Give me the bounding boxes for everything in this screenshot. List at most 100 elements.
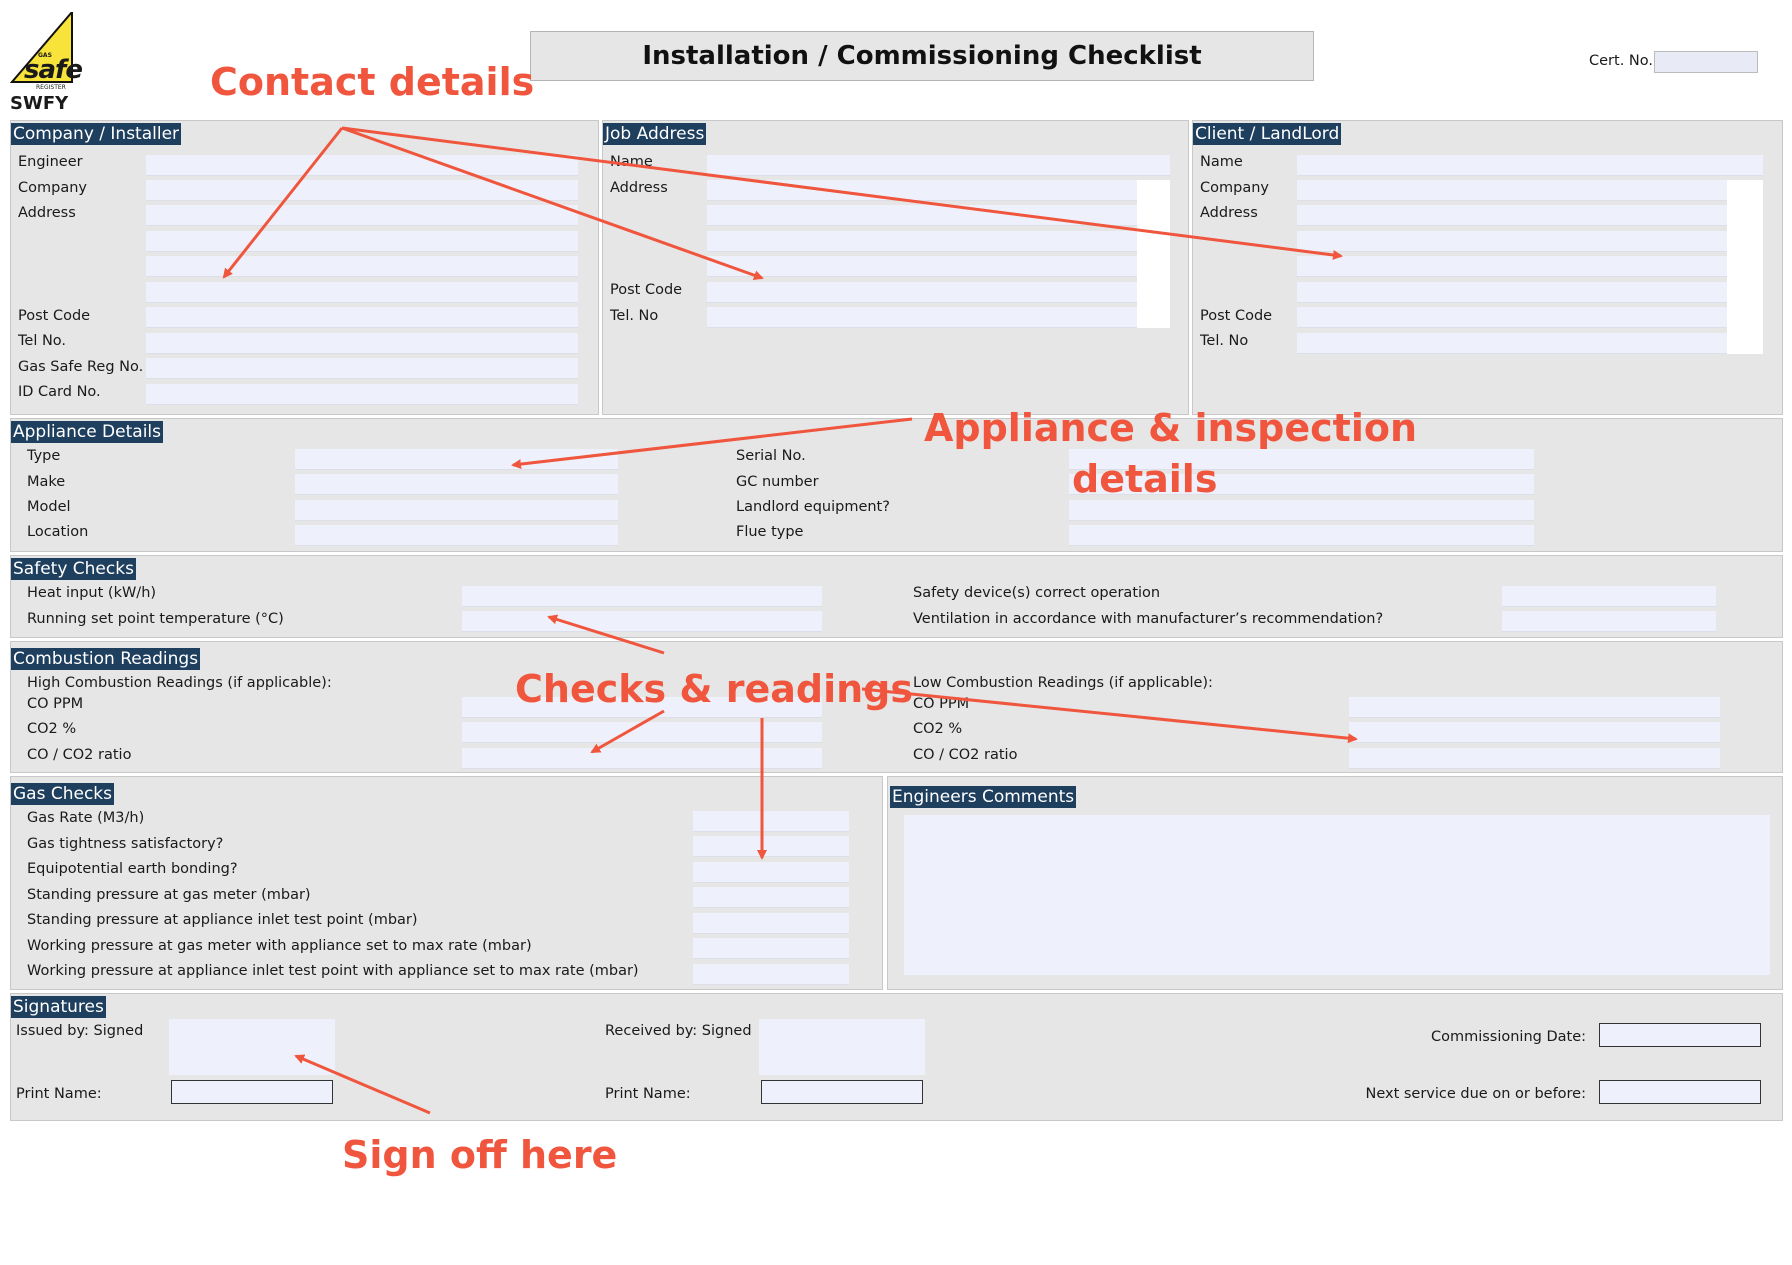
appliance-gc-field[interactable] xyxy=(1069,474,1534,495)
client-address-field-3[interactable] xyxy=(1297,256,1727,277)
client-postcode-field[interactable] xyxy=(1297,307,1727,328)
section-title-signatures: Signatures xyxy=(11,996,106,1018)
cert-label: Cert. No. xyxy=(1589,53,1653,69)
high-label-coppm: CO PPM xyxy=(27,696,84,712)
company-label-company: Company xyxy=(18,180,87,196)
gas-safe-triangle-icon xyxy=(10,12,73,83)
appliance-make-field[interactable] xyxy=(295,474,618,495)
ventilation-field[interactable] xyxy=(1502,611,1716,632)
low-coppm-field[interactable] xyxy=(1349,697,1720,718)
annotation-appliance-line2: details xyxy=(1072,457,1218,501)
signatures-panel: Signatures Issued by: Signed Print Name:… xyxy=(10,993,1783,1121)
client-company-field[interactable] xyxy=(1297,180,1727,201)
section-title-company: Company / Installer xyxy=(11,123,182,145)
job-label-address: Address xyxy=(610,180,668,196)
appliance-model-field[interactable] xyxy=(295,500,618,521)
appliance-label-model: Model xyxy=(27,499,71,515)
client-tel-field[interactable] xyxy=(1297,333,1727,354)
section-title-appliance: Appliance Details xyxy=(11,421,163,443)
company-label-tel: Tel No. xyxy=(18,333,67,349)
received-signature-field[interactable] xyxy=(759,1019,925,1075)
gas-label-tightness: Gas tightness satisfactory? xyxy=(27,836,224,852)
heat-input-field[interactable] xyxy=(462,586,822,607)
company-label-gassafe: Gas Safe Reg No. xyxy=(18,359,144,375)
client-label-name: Name xyxy=(1200,154,1243,170)
client-address-field-1[interactable] xyxy=(1297,205,1727,226)
address-field-2[interactable] xyxy=(146,231,578,252)
gas-standing-meter-field[interactable] xyxy=(693,887,849,908)
high-co2-field[interactable] xyxy=(462,722,822,743)
appliance-type-field[interactable] xyxy=(295,449,618,470)
company-label-engineer: Engineer xyxy=(18,154,83,170)
client-name-field[interactable] xyxy=(1297,155,1763,176)
appliance-details-panel: Appliance Details Type Make Model Locati… xyxy=(10,418,1783,552)
appliance-location-field[interactable] xyxy=(295,525,618,546)
gas-working-inlet-field[interactable] xyxy=(693,964,849,985)
low-combustion-heading: Low Combustion Readings (if applicable): xyxy=(913,675,1213,691)
gassafe-reg-field[interactable] xyxy=(146,358,578,379)
safety-device-field[interactable] xyxy=(1502,586,1716,607)
high-combustion-heading: High Combustion Readings (if applicable)… xyxy=(27,675,332,691)
appliance-label-type: Type xyxy=(27,448,61,464)
company-label-idcard: ID Card No. xyxy=(18,384,101,400)
low-co2-field[interactable] xyxy=(1349,722,1720,743)
appliance-label-gc: GC number xyxy=(736,474,819,490)
appliance-landlord-field[interactable] xyxy=(1069,500,1534,521)
issued-by-label: Issued by: Signed xyxy=(16,1023,144,1039)
appliance-label-serial: Serial No. xyxy=(736,448,806,464)
company-label-address: Address xyxy=(18,205,76,221)
issued-signature-field[interactable] xyxy=(169,1019,335,1075)
job-address-field-4[interactable] xyxy=(707,256,1137,277)
client-address-field-4[interactable] xyxy=(1297,282,1727,303)
setpoint-field[interactable] xyxy=(462,611,822,632)
gas-label-rate: Gas Rate (M3/h) xyxy=(27,810,145,826)
low-ratio-field[interactable] xyxy=(1349,748,1720,769)
cert-no-field[interactable] xyxy=(1654,51,1758,73)
job-name-field[interactable] xyxy=(707,155,1170,176)
annotation-contact-details: Contact details xyxy=(210,60,535,104)
client-label-tel: Tel. No xyxy=(1200,333,1249,349)
job-address-field-2[interactable] xyxy=(707,205,1137,226)
address-field-1[interactable] xyxy=(146,205,578,226)
commissioning-date-field[interactable] xyxy=(1599,1023,1761,1047)
company-installer-panel: Company / Installer Engineer Company Add… xyxy=(10,120,599,415)
page-title: Installation / Commissioning Checklist xyxy=(530,31,1314,81)
job-field-gap xyxy=(1137,180,1170,328)
engineer-field[interactable] xyxy=(146,155,578,176)
next-service-field[interactable] xyxy=(1599,1080,1761,1104)
high-label-ratio: CO / CO2 ratio xyxy=(27,747,132,763)
company-field[interactable] xyxy=(146,180,578,201)
job-address-field-1[interactable] xyxy=(707,180,1137,201)
high-ratio-field[interactable] xyxy=(462,748,822,769)
client-landlord-panel: Client / LandLord Name Company Address P… xyxy=(1192,120,1783,415)
issued-print-name-field[interactable] xyxy=(171,1080,333,1104)
appliance-serial-field[interactable] xyxy=(1069,449,1534,470)
gas-tightness-field[interactable] xyxy=(693,836,849,857)
company-label-postcode: Post Code xyxy=(18,308,91,324)
postcode-field[interactable] xyxy=(146,307,578,328)
job-postcode-field[interactable] xyxy=(707,282,1137,303)
address-field-3[interactable] xyxy=(146,256,578,277)
gas-label-standing-meter: Standing pressure at gas meter (mbar) xyxy=(27,887,311,903)
job-tel-field[interactable] xyxy=(707,307,1137,328)
gas-rate-field[interactable] xyxy=(693,811,849,832)
gas-standing-inlet-field[interactable] xyxy=(693,913,849,934)
gas-earth-field[interactable] xyxy=(693,862,849,883)
client-address-field-2[interactable] xyxy=(1297,231,1727,252)
section-title-combustion: Combustion Readings xyxy=(11,648,201,670)
gas-label-working-inlet: Working pressure at appliance inlet test… xyxy=(27,963,639,979)
idcard-field[interactable] xyxy=(146,384,578,405)
job-address-field-3[interactable] xyxy=(707,231,1137,252)
appliance-label-make: Make xyxy=(27,474,66,490)
gas-working-meter-field[interactable] xyxy=(693,938,849,959)
logo-company: SWFY xyxy=(10,93,69,114)
client-label-company: Company xyxy=(1200,180,1269,196)
comments-textarea[interactable] xyxy=(904,815,1770,975)
address-field-4[interactable] xyxy=(146,282,578,303)
tel-field[interactable] xyxy=(146,333,578,354)
safety-label-device: Safety device(s) correct operation xyxy=(913,585,1161,601)
received-print-name-field[interactable] xyxy=(761,1080,923,1104)
appliance-flue-field[interactable] xyxy=(1069,525,1534,546)
logo-brand: safe xyxy=(24,55,83,85)
received-print-name-label: Print Name: xyxy=(605,1086,691,1102)
